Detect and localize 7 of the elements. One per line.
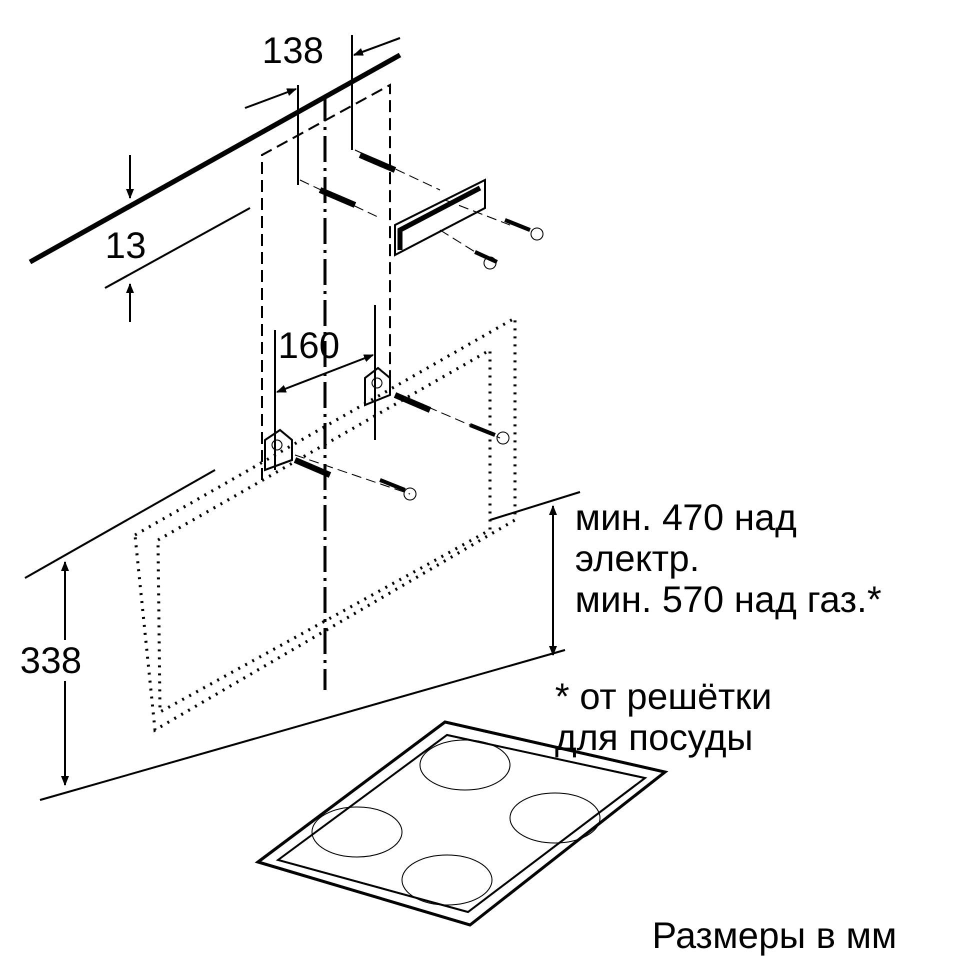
dimension-value: 13 <box>105 225 148 266</box>
dimension-value: 138 <box>262 30 325 71</box>
dimension-value: 160 <box>278 325 341 366</box>
clearance-note: мин. 570 над газ.* <box>575 579 882 620</box>
dimension-value: 338 <box>20 640 82 681</box>
units-note: Размеры в мм <box>652 915 898 956</box>
clearance-note: мин. 470 над электр. <box>575 497 798 579</box>
